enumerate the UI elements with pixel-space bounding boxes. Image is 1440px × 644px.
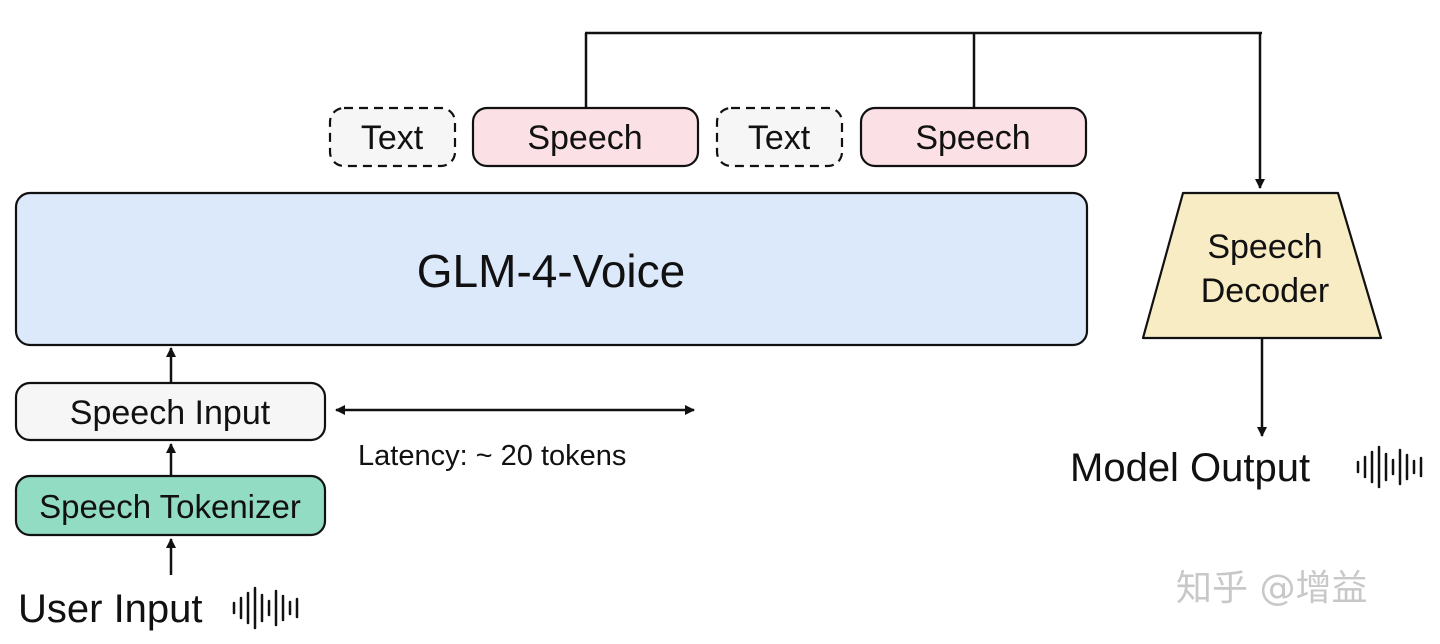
output-token-speech-1: Speech	[471, 106, 700, 168]
speech-tokenizer-label: Speech Tokenizer	[39, 488, 301, 525]
output-token-speech-2-label: Speech	[915, 119, 1030, 157]
speech-to-decoder-connector	[584, 31, 1265, 189]
output-token-text-2: Text	[715, 106, 844, 168]
output-token-text-1-label: Text	[361, 119, 424, 157]
speech-decoder-box: Speech Decoder	[1141, 191, 1383, 340]
decoder-label-line1: Speech	[1207, 228, 1322, 266]
model-label: GLM-4-Voice	[417, 245, 685, 297]
model-output-waveform-icon	[1356, 445, 1423, 489]
output-token-speech-2: Speech	[859, 106, 1088, 168]
speech-input-label: Speech Input	[70, 394, 271, 432]
speech-input-box: Speech Input	[14, 381, 327, 442]
model-output-label: Model Output	[1070, 446, 1310, 490]
output-token-text-1: Text	[328, 106, 457, 168]
speech-tokenizer-box: Speech Tokenizer	[14, 474, 327, 537]
latency-label: Latency: ~ 20 tokens	[358, 440, 626, 472]
user-input-label: User Input	[18, 587, 203, 631]
glm-4-voice-model-box: GLM-4-Voice	[14, 191, 1089, 347]
decoder-label-line2: Decoder	[1201, 272, 1330, 310]
watermark-text: 知乎 @增益	[1176, 568, 1367, 609]
output-token-speech-1-label: Speech	[527, 119, 642, 157]
output-token-text-2-label: Text	[748, 119, 811, 157]
user-input-waveform-icon	[232, 586, 299, 630]
